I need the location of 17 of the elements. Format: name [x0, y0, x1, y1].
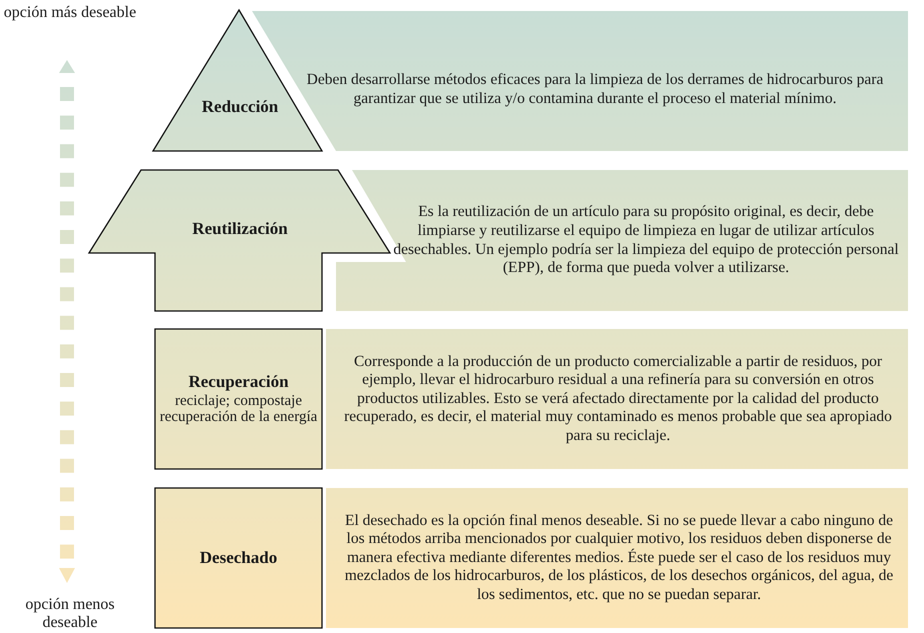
description-panel — [336, 170, 908, 311]
hierarchy-arrow-shape — [89, 170, 390, 311]
level-title: Reducción — [202, 96, 278, 118]
level-examples: reciclaje; compostaje recuperación de la energía — [158, 394, 318, 426]
description-text: Deben desarrollarse métodos eficaces para la limpieza de los derrames de hidrocarburos para garantizar que se utiliza y/o contamina durante el proceso el material mínimo. — [306, 71, 884, 109]
description-text: El desechado es la opción final menos deseable. Si no se puede llevar a cabo ninguno de los métodos arriba mencionados por cualquier motivo, los residuos deben disponerse de manera efectiva mediante diferentes medios. Éste puede ser el caso de los residuos muy mezclados de los hidrocarburos, de los plásticos, de los desechos orgánicos, del agua, de los sedimentos, etc. que no se puedan separar. — [344, 512, 894, 604]
level-title: Reutilización — [192, 218, 288, 240]
scale-label: opción más deseable — [2, 4, 138, 22]
description-panel — [326, 488, 908, 628]
hierarchy-box — [155, 329, 322, 469]
level-title: Desechado — [200, 548, 278, 568]
description-text: Corresponde a la producción de un producto comercializable a partir de residuos, por ejemplo, llevar el hidrocarburo residual a una refinería para su conversión en otros productos utilizables. Esto se verá afectado directamente por la calidad del producto recuperado, es decir, el material muy contaminado es menos probable que sea apropiado para su reciclaje. — [343, 352, 893, 446]
hierarchy-box — [155, 488, 322, 628]
scale-label: opción menos deseable — [24, 596, 116, 633]
level-title: Recuperación — [188, 372, 289, 392]
description-text: Es la reutilización de un artículo para su propósito original, es decir, debe limpiarse y reutilizarse el equipo de limpieza en lugar de utilizar artículos desechables. Un ejemplo podría ser la limpieza del equipo de protección personal (EPP), de forma que pueda volver a utilizarse. — [392, 203, 900, 278]
description-panel — [326, 329, 908, 469]
